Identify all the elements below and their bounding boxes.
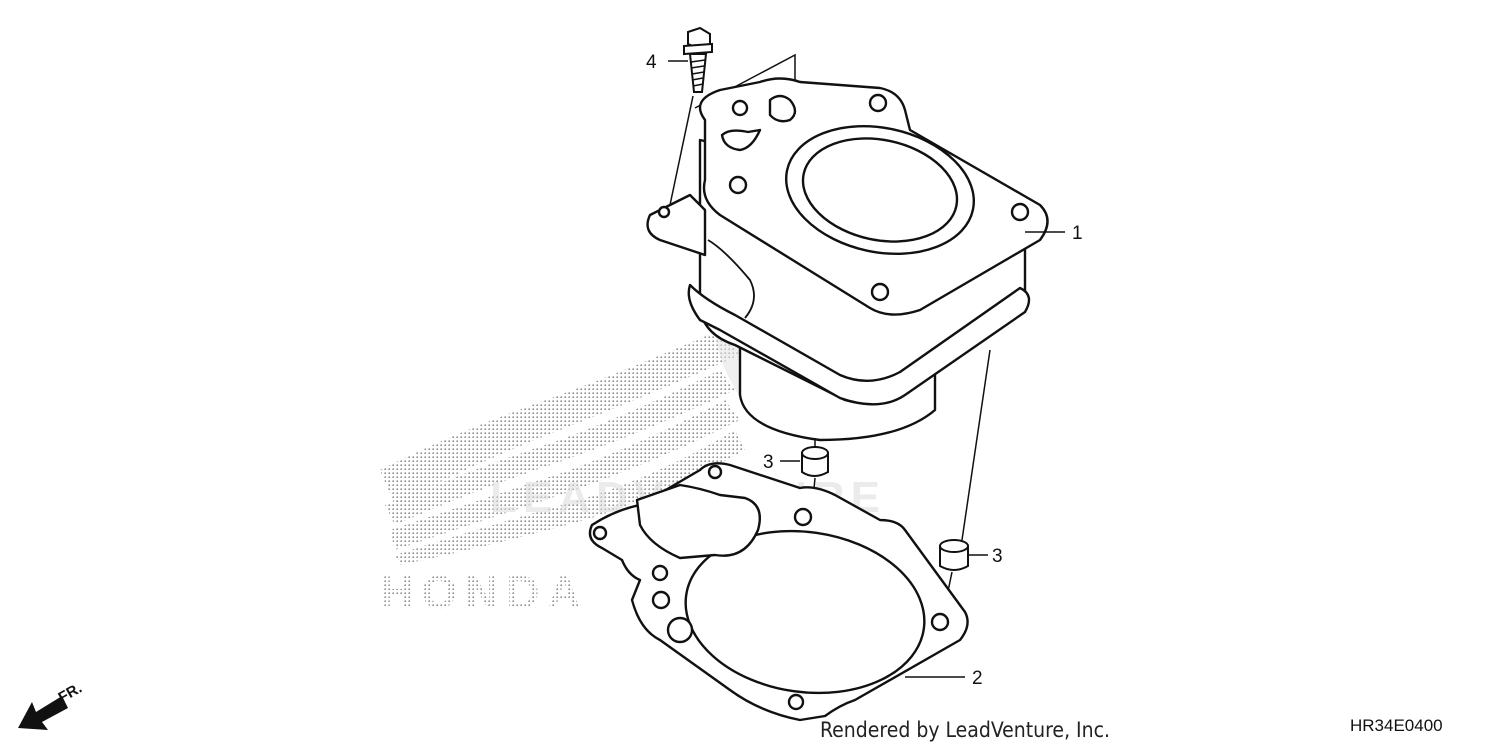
honda-logo-text: HONDA [380,566,589,618]
diagram-code: HR34E0400 [1350,716,1443,735]
dowel-pin-part-3-center [801,446,829,477]
bolt-part-4 [683,26,713,93]
dowel-guide-line-right [961,349,991,541]
direction-arrow-icon [18,696,68,730]
callout-1: 1 [1072,223,1083,244]
honda-wing-logo: HONDA [380,330,745,618]
front-direction-indicator: FR. [18,680,85,730]
gasket-part-2 [588,462,969,722]
cylinder-part-1 [646,77,1049,442]
callout-4: 4 [646,52,657,73]
bolt-guide-line [669,95,694,206]
render-credit: Rendered by LeadVenture, Inc. [820,718,1110,742]
callout-3-right: 3 [992,546,1003,567]
dowel-pin-part-3-right [939,539,969,571]
callout-2: 2 [972,668,983,689]
callout-3-center: 3 [763,452,774,473]
